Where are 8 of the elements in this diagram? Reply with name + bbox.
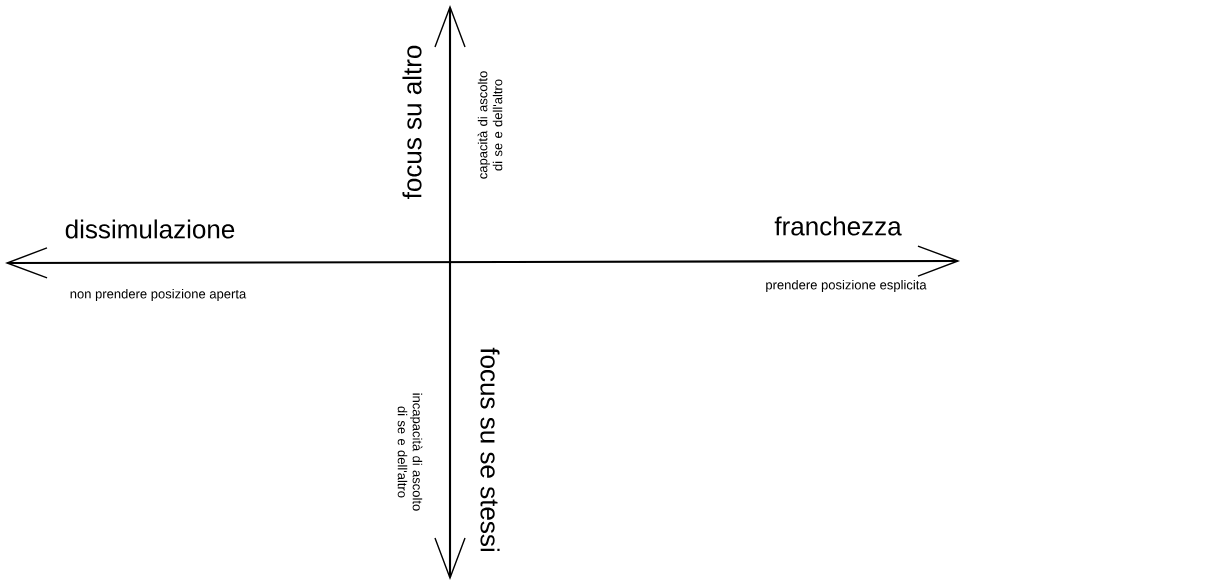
axis-label: franchezza [774, 216, 902, 236]
axis-label: incapacità di ascolto di se e dell'altro [397, 393, 423, 511]
axis-label: focus su altro [402, 45, 422, 199]
axis-label: focus su se stessi [480, 347, 500, 551]
axis-label: non prendere posizione aperta [70, 288, 247, 302]
axis-label: prendere posizione esplicita [766, 279, 927, 293]
axis-label: dissimulazione [65, 219, 235, 239]
axis-label: capacità di ascolto di se e dell'altro [477, 71, 503, 179]
